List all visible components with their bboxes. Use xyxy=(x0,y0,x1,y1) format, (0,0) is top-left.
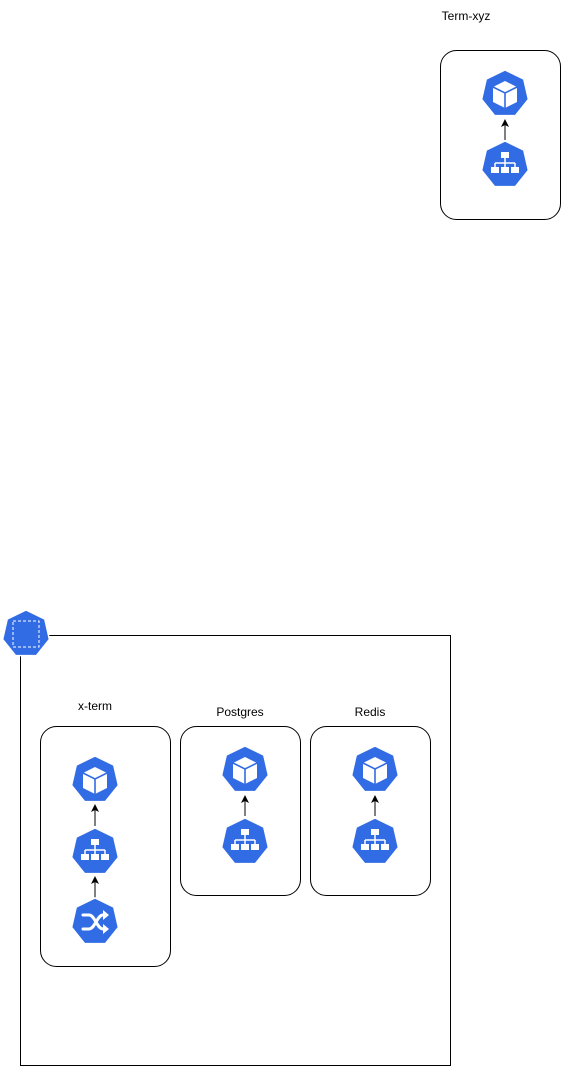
pod-icon[interactable] xyxy=(220,745,270,793)
postgres-label: Postgres xyxy=(216,705,263,719)
node-icon[interactable] xyxy=(1,609,51,657)
service-icon[interactable] xyxy=(70,827,120,875)
redis-label: Redis xyxy=(355,705,386,719)
redis-container[interactable] xyxy=(310,726,431,896)
pod-icon[interactable] xyxy=(350,745,400,793)
postgres-container[interactable] xyxy=(180,726,301,896)
x-term-container[interactable] xyxy=(40,726,171,967)
pod-icon[interactable] xyxy=(480,69,530,117)
pod-icon[interactable] xyxy=(70,755,120,803)
service-icon[interactable] xyxy=(480,140,530,188)
service-icon[interactable] xyxy=(220,817,270,865)
service-icon[interactable] xyxy=(350,817,400,865)
ingress-icon[interactable] xyxy=(70,897,120,945)
x-term-label: x-term xyxy=(78,699,112,713)
term-xyz-label: Term-xyz xyxy=(442,9,491,23)
